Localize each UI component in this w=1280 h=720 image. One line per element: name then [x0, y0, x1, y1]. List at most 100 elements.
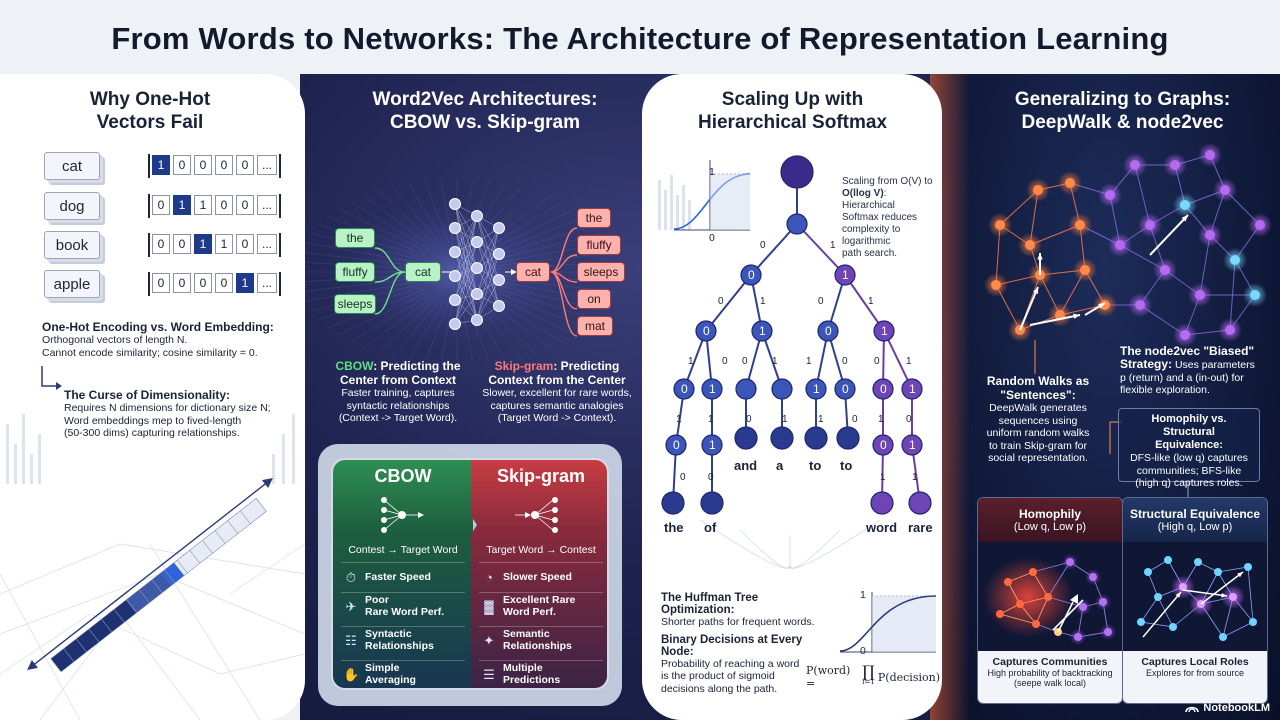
cbow-center-pill: cat — [405, 262, 441, 282]
cbow-input-pill: the — [335, 228, 375, 248]
sigmoid-chart — [839, 592, 937, 653]
table-divider — [341, 562, 465, 563]
sg-column: Skip-gram Target Word → Contest ◔Slower … — [471, 460, 607, 688]
row-line1: Poor — [365, 594, 389, 606]
tree-leaf-label: rare — [908, 520, 933, 535]
vector-cell: 1 — [194, 234, 212, 254]
row-icon: ◔ — [485, 570, 493, 585]
tree-leaf-label: word — [866, 520, 898, 535]
vector-cell: 0 — [215, 155, 233, 175]
table-row: ◔Slower Speed — [481, 570, 605, 585]
row-icon: ✈ — [345, 598, 357, 614]
vector-cell: 0 — [236, 155, 254, 175]
tree-node-label: 0 — [703, 324, 710, 338]
edge-digit: 0 — [842, 356, 848, 367]
mini-chart-y0: 0 — [709, 232, 715, 244]
vector-cell: 1 — [194, 195, 212, 215]
se-header: Structural Equivalence (High q, Low p) — [1123, 498, 1267, 542]
comparison-table: CBOW Contest → Target Word ⏱Faster Speed… — [331, 458, 609, 690]
vector-cell: 0 — [194, 273, 212, 293]
row-line1: Excellent Rare — [503, 594, 576, 606]
row-line1: Simple — [365, 662, 400, 674]
homophily-card: Homophily (Low q, Low p) Captures Commun… — [977, 497, 1123, 704]
w2v-heading: Word2Vec Architectures:CBOW vs. Skip-gra… — [372, 89, 598, 133]
sg-table-sub: Target Word → Contest — [486, 544, 596, 556]
sigmoid-y0: 0 — [860, 645, 866, 657]
sg-mini-net-icon — [515, 497, 558, 533]
edge-digit: 1 — [880, 472, 886, 483]
sg-output-pill: fluffy — [577, 235, 621, 255]
homophily-vs-se-box: Homophily vs. Structural Equivalence: DF… — [1118, 408, 1260, 489]
vector-cell: ... — [257, 273, 277, 293]
sg-table-heading: Skip-gram — [496, 466, 586, 486]
edge-digit: 1 — [782, 414, 788, 425]
vector-cell: 0 — [215, 273, 233, 293]
rw-pointer — [1034, 340, 1036, 374]
sg-center-pill: cat — [516, 262, 550, 282]
sg-output-pill: on — [577, 289, 611, 309]
vector-cell: 1 — [173, 195, 191, 215]
word-card: book — [44, 231, 100, 259]
tree-node-label: 1 — [909, 438, 916, 452]
vector-cell: 1 — [215, 234, 233, 254]
tree-node-label: 0 — [880, 382, 887, 396]
cbow-description: CBOW: Predicting the Center from Context… — [335, 359, 461, 424]
table-divider — [479, 592, 603, 593]
sg-output-pill: the — [577, 208, 611, 228]
row-line2: Rare Word Perf. — [365, 605, 445, 618]
tree-node-label: 1 — [813, 382, 820, 396]
page-title: From Words to Networks: The Architecture… — [111, 21, 1169, 56]
vector-cell: 0 — [152, 234, 170, 254]
edge-digit: 1 — [708, 414, 714, 425]
homophily-footer: Captures Communities High probability of… — [978, 651, 1122, 703]
cbow-table-sub: Contest → Target Word — [348, 544, 458, 556]
vector-cell: 1 — [152, 155, 170, 175]
edge-digit: 0 — [760, 240, 766, 251]
edge-digit: 1 — [912, 472, 918, 483]
row-line1: Multiple — [503, 662, 543, 674]
edge-digit: 0 — [906, 414, 912, 425]
tree-node-label: 0 — [673, 438, 680, 452]
table-divider — [479, 660, 603, 661]
edge-digit: 1 — [868, 296, 874, 307]
mini-sigmoid-chart — [658, 160, 751, 231]
tree-node-label: 1 — [709, 438, 716, 452]
sg-output-pill: mat — [577, 316, 613, 336]
tree-node-label: 0 — [842, 382, 849, 396]
cbow-mini-net-icon — [381, 497, 424, 533]
huffman-text: The Huffman Tree Optimization: Shorter p… — [661, 592, 815, 695]
cbow-input-pill: sleeps — [334, 294, 376, 314]
row-line1: Semantic — [503, 628, 550, 640]
row-icon: ☰ — [483, 666, 495, 682]
edge-digit: 0 — [680, 472, 686, 483]
word-card: cat — [44, 152, 100, 180]
tree-node-label: 1 — [709, 382, 716, 396]
row-line2: Relationships — [365, 639, 434, 652]
softmax-note: Scaling from O(V) to O(llog V): Hierarch… — [842, 176, 933, 259]
mini-chart-y1: 1 — [709, 166, 715, 178]
edge-digit: 0 — [718, 296, 724, 307]
graph-heading: Generalizing to Graphs:DeepWalk & node2v… — [1014, 89, 1231, 133]
edge-digit: 1 — [676, 414, 682, 425]
curse-text: The Curse of Dimensionality: Requires N … — [64, 388, 271, 439]
cbow-input-pill: fluffy — [335, 262, 375, 282]
row-icon: ⏱ — [345, 570, 357, 585]
tree-leaf-label: a — [776, 458, 784, 473]
vector-cell: 0 — [173, 234, 191, 254]
brand-name: NotebookLM — [1203, 702, 1270, 714]
row-icon: ▓ — [484, 598, 494, 614]
probability-formula: P(word) = ∏i=1 P(decision) — [806, 662, 940, 691]
homophily-header: Homophily (Low q, Low p) — [978, 498, 1122, 542]
row-icon: ✦ — [483, 632, 495, 648]
word-card: dog — [44, 192, 100, 220]
